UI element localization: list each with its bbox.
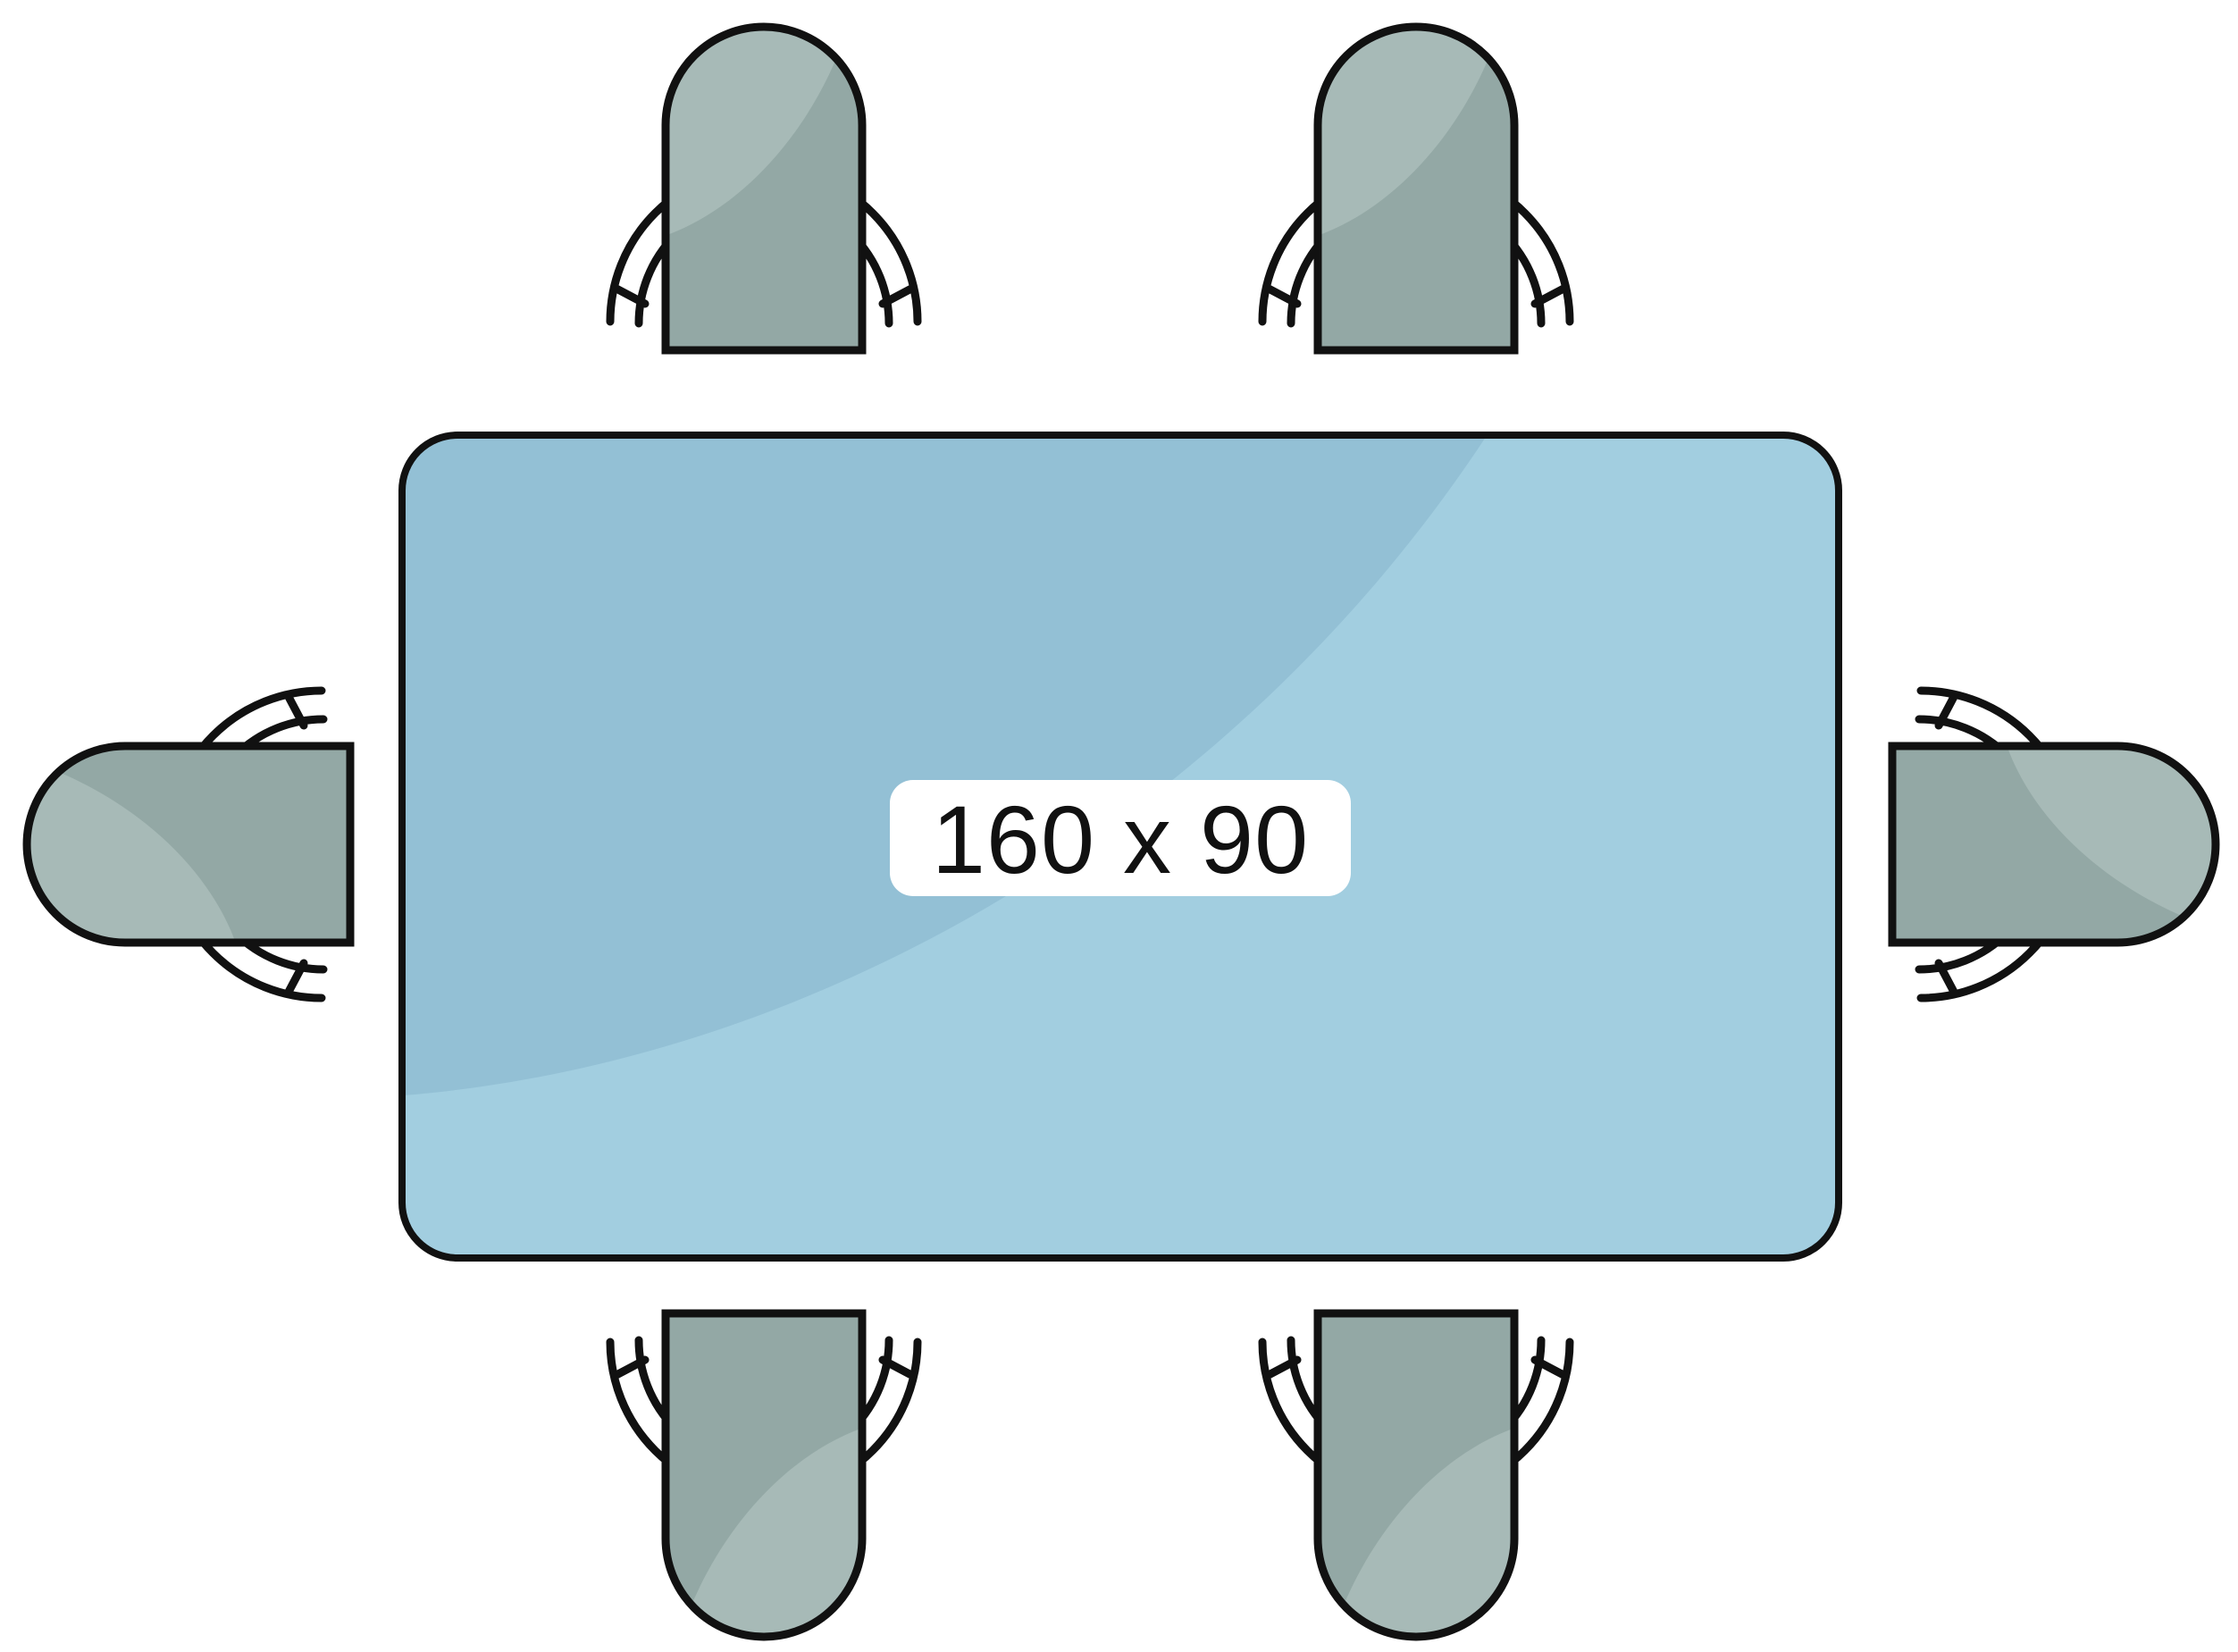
chair-bottom-left[interactable] [585,1242,943,1652]
dimension-badge-background [890,780,1351,896]
table-outline [398,432,1842,1262]
dimension-badge-label: 160 x 90 [932,785,1309,893]
chair-right[interactable] [1821,666,2238,1023]
chair-top-left[interactable] [585,0,943,422]
dimension-badge[interactable]: 160 x 90 [890,780,1351,896]
chair-top-right[interactable] [1237,0,1595,422]
chair-bottom-right[interactable] [1237,1242,1595,1652]
chair-left[interactable] [0,666,422,1023]
